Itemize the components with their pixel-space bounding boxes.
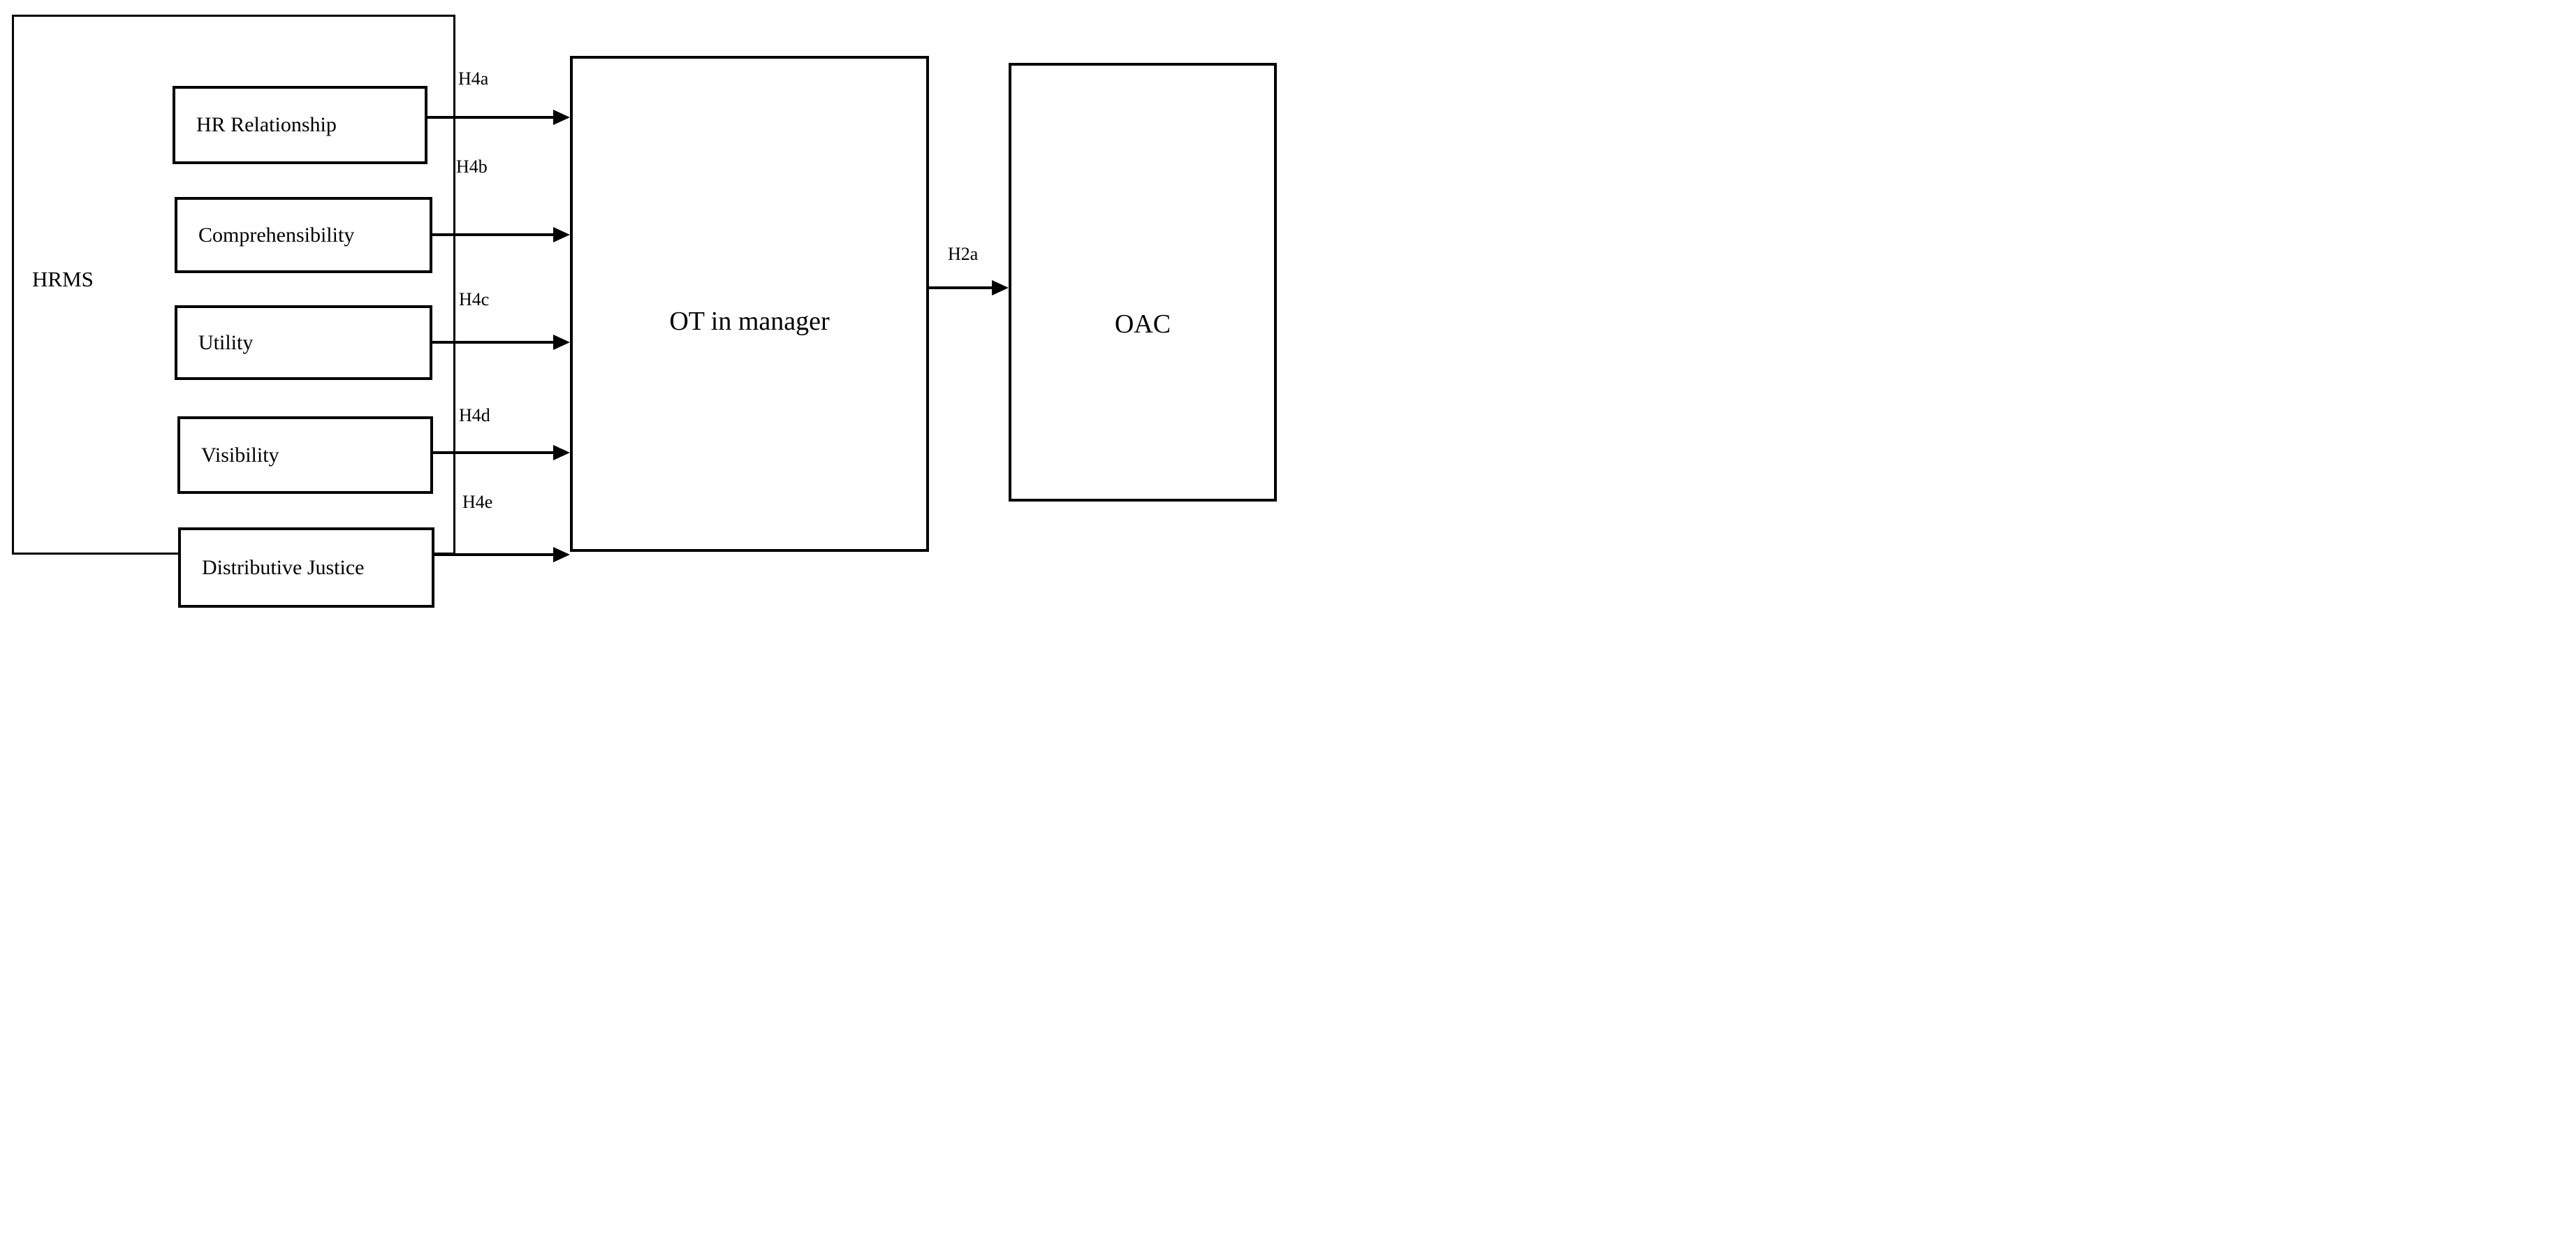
arrow-h4e bbox=[434, 553, 553, 556]
research-model-diagram: HRMS HR Relationship Comprehensibility U… bbox=[0, 0, 1288, 618]
arrow-h4b bbox=[432, 233, 553, 236]
arrow-h4c-head-icon bbox=[553, 335, 570, 350]
hypothesis-label-h4e: H4e bbox=[462, 492, 493, 512]
hypothesis-label-h4b: H4b bbox=[456, 156, 488, 177]
hr-relationship-box: HR Relationship bbox=[173, 86, 427, 164]
arrow-h4a bbox=[427, 116, 553, 119]
ot-in-manager-label: OT in manager bbox=[669, 307, 830, 336]
arrow-h4e-head-icon bbox=[553, 547, 570, 562]
hypothesis-label-h4c: H4c bbox=[459, 289, 490, 309]
ot-in-manager-box bbox=[570, 56, 929, 552]
distributive-justice-box: Distributive Justice bbox=[178, 527, 434, 608]
visibility-box: Visibility bbox=[177, 416, 433, 494]
hrms-group-label: HRMS bbox=[32, 267, 94, 291]
comprehensibility-box: Comprehensibility bbox=[175, 197, 432, 273]
hypothesis-label-h4a: H4a bbox=[458, 68, 489, 89]
arrow-h4b-head-icon bbox=[553, 227, 570, 242]
arrow-h2a bbox=[929, 286, 992, 289]
arrow-h4d-head-icon bbox=[553, 445, 570, 460]
comprehensibility-label: Comprehensibility bbox=[198, 223, 355, 247]
arrow-h2a-head-icon bbox=[992, 280, 1009, 295]
arrow-h4d bbox=[433, 451, 553, 454]
utility-label: Utility bbox=[198, 330, 254, 354]
distributive-justice-label: Distributive Justice bbox=[202, 555, 365, 579]
arrow-h4c bbox=[432, 341, 553, 344]
oac-label: OAC bbox=[1114, 309, 1171, 339]
arrow-h4a-head-icon bbox=[553, 110, 570, 125]
utility-box: Utility bbox=[175, 305, 432, 380]
hypothesis-label-h2a: H2a bbox=[948, 244, 979, 264]
visibility-label: Visibility bbox=[201, 443, 279, 467]
oac-box bbox=[1009, 63, 1277, 502]
hypothesis-label-h4d: H4d bbox=[459, 405, 490, 425]
hr-relationship-label: HR Relationship bbox=[196, 113, 337, 136]
